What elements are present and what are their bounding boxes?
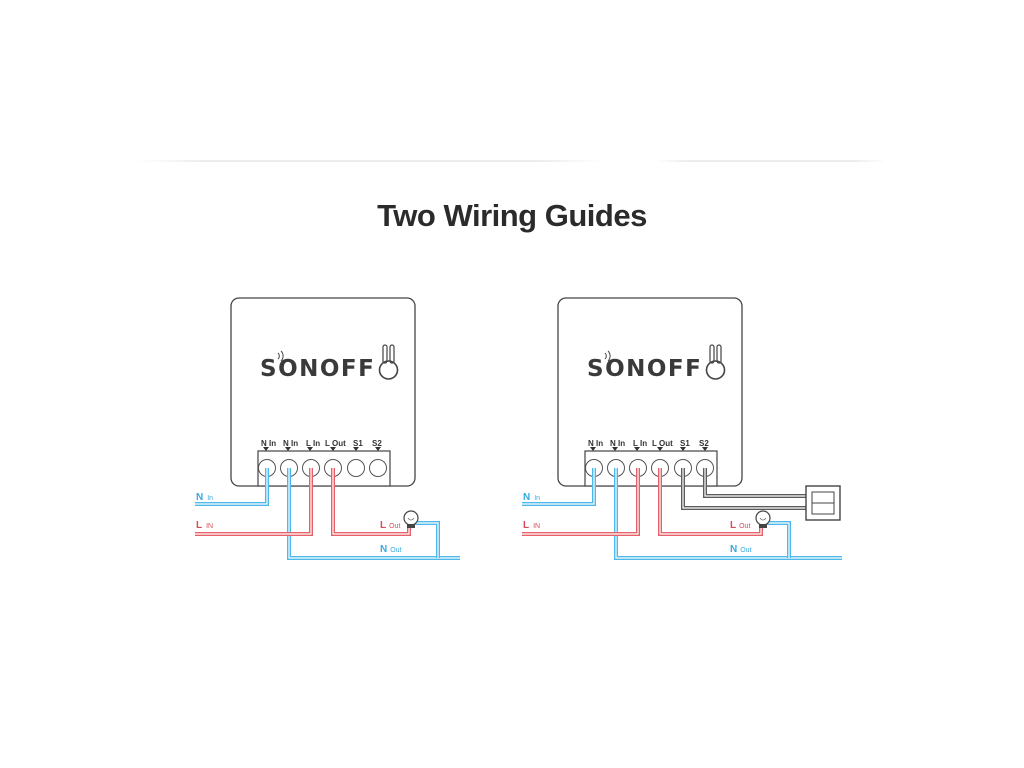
wifi-signal-icon	[277, 350, 284, 362]
terminal-label-2: N In	[283, 439, 298, 448]
wiring-diagram-with-switch: SONOFF N In N In L In L Out S1 S2	[517, 290, 857, 570]
wifi-signal-icon	[604, 350, 611, 362]
wiring-diagram-with-switch-svg: SONOFF N In N In L In L Out S1 S2	[522, 297, 842, 560]
terminal-block	[257, 450, 391, 487]
terminal-label-2: N In	[610, 439, 625, 448]
antenna-icon	[705, 344, 726, 380]
light-bulb-icon	[403, 510, 419, 528]
wire-bulb-neutral	[415, 521, 440, 558]
terminal-labels: N In N In L In L Out S1 S2	[588, 439, 709, 448]
terminal-arrows	[590, 447, 708, 451]
terminal-label-4: L Out	[652, 439, 673, 448]
wall-switch-icon	[805, 485, 841, 521]
header-divider-right	[655, 160, 887, 162]
terminal-label-1: N In	[588, 439, 603, 448]
terminal-labels: N In N In L In L Out S1 S2	[261, 439, 382, 448]
terminal-label-5: S1	[353, 439, 363, 448]
terminal-label-4: L Out	[325, 439, 346, 448]
light-bulb-icon	[755, 510, 771, 528]
brand-logo: SONOFF	[260, 356, 375, 382]
terminal-label-6: S2	[372, 439, 382, 448]
wire-bulb-neutral	[767, 521, 791, 558]
page-title: Two Wiring Guides	[377, 198, 647, 233]
antenna-icon	[378, 344, 399, 380]
header-divider-left	[135, 160, 607, 162]
terminal-arrows	[263, 447, 381, 451]
terminal-label-1: N In	[261, 439, 276, 448]
terminal-label-3: L In	[633, 439, 647, 448]
screw-terminals	[585, 459, 714, 477]
terminal-block	[584, 450, 718, 487]
terminal-label-5: S1	[680, 439, 690, 448]
terminal-label-3: L In	[306, 439, 320, 448]
brand-logo: SONOFF	[587, 356, 702, 382]
terminal-label-6: S2	[699, 439, 709, 448]
